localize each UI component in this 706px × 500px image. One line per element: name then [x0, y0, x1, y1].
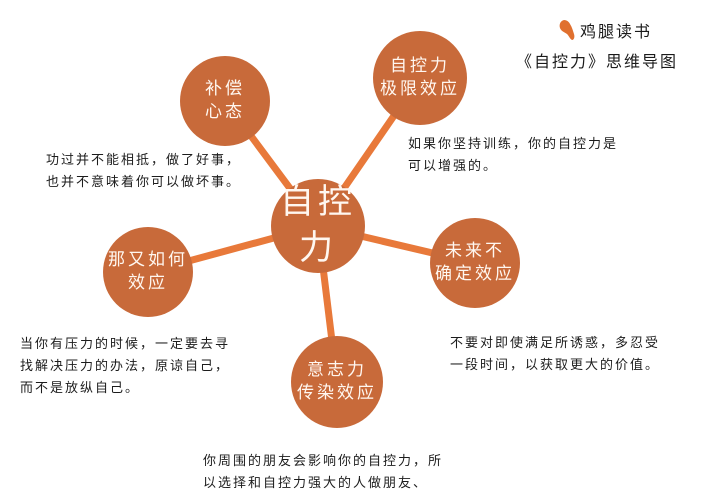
note-compensation: 功过并不能相抵，做了好事， 也并不意味着你可以做坏事。	[46, 153, 242, 190]
node-compensation[interactable]: 补偿 心态	[180, 56, 270, 146]
node-label-line: 那又如何	[108, 250, 188, 271]
node-label-line: 未来不	[445, 241, 505, 262]
brand-header: 鸡腿读书 《自控力》思维导图	[516, 18, 678, 72]
center-label: 自控力	[280, 182, 356, 268]
node-label-line: 意志力	[307, 360, 367, 381]
node-uncertain-future[interactable]: 未来不 确定效应	[430, 218, 520, 308]
node-label-line: 心态	[205, 102, 245, 122]
node-label-line: 自控力	[390, 56, 450, 77]
node-label-line: 极限效应	[380, 79, 460, 99]
note-what-the-hell: 当你有压力的时候，一定要去寻 找解决压力的办法，原谅自己， 而不是放纵自己。	[20, 337, 231, 396]
note-contagion: 你周围的朋友会影响你的自控力，所 以选择和自控力强大的人做朋友、	[203, 454, 444, 491]
node-what-the-hell[interactable]: 那又如何 效应	[103, 227, 193, 317]
map-title: 《自控力》思维导图	[516, 52, 679, 71]
node-contagion[interactable]: 意志力 传染效应	[291, 336, 383, 428]
node-label-line: 效应	[128, 273, 168, 293]
note-uncertain-future: 不要对即使满足所诱惑，多忍受 一段时间，以获取更大的价值。	[450, 336, 661, 373]
brand-name: 鸡腿读书	[580, 22, 653, 41]
node-label-line: 传染效应	[297, 383, 377, 403]
center-node[interactable]: 自控力	[271, 179, 365, 273]
node-limit-effect[interactable]: 自控力 极限效应	[373, 31, 467, 125]
chicken-leg-icon	[559, 20, 575, 40]
node-label-line: 补偿	[205, 79, 245, 100]
node-label-line: 确定效应	[435, 264, 515, 284]
note-limit-effect: 如果你坚持训练，你的自控力是 可以增强的。	[408, 137, 619, 174]
